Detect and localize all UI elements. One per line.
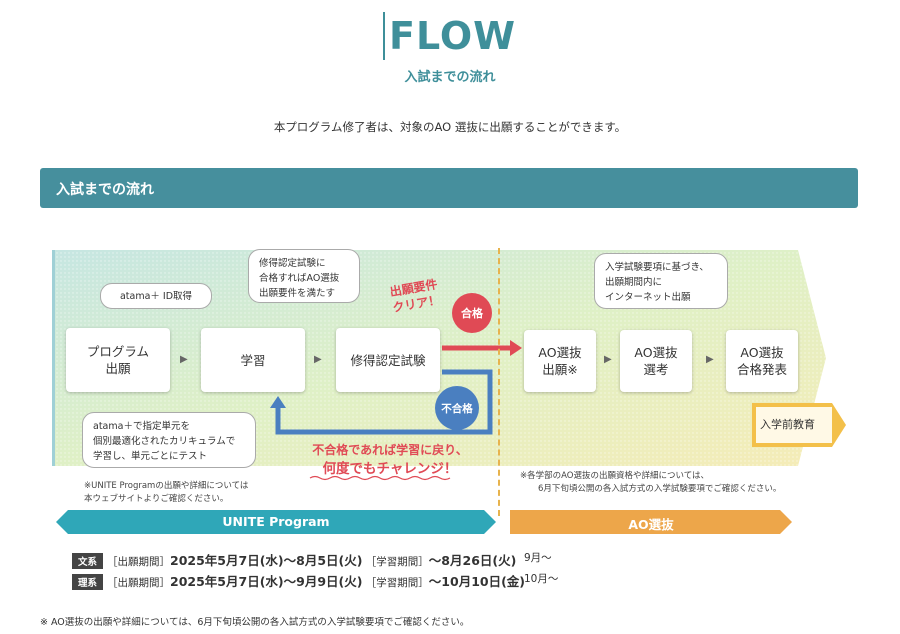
unite-program-label: UNITE Program [222,514,330,529]
flow-logo: FLOW [383,12,523,62]
chevron-right-icon: ▶ [604,354,612,365]
note-unite-program: ※UNITE Programの出願や詳細については本ウェブサイトよりご確認くださ… [84,481,249,504]
section-title: 入試までの流れ [56,182,154,198]
schedule-row-science: 理系［出願期間］2025年5月7日(水)〜9月9日(火) ［学習期間］〜10月1… [72,571,525,590]
section-header-bar: 入試までの流れ [40,168,858,208]
schedule-tag: 文系 [72,553,104,569]
ao-selection-bar [510,510,792,534]
step-certification-exam: 修得認定試験 [336,328,440,392]
bubble-internet-application: 入学試験要項に基づき、出願期間内にインターネット出願 [594,253,728,309]
bubble-certification: 修得認定試験に合格すればAO選抜出願要件を満たす [248,249,360,303]
note-ao-selection: ※各学部のAO選抜の出願資格や詳細については、6月下旬頃公開の各入試方式の入学試… [520,471,782,494]
logo-text: FLOW [389,14,517,58]
step-ao-result: AO選抜合格発表 [726,330,798,392]
chevron-right-icon: ▶ [706,354,714,365]
schedule-ao-science: 10月〜 [524,573,559,585]
bubble-id: atama＋ ID取得 [100,283,212,309]
schedule-ao-humanities: 9月〜 [524,552,552,564]
footnote: ※ AO選抜の出願や詳細については、6月下旬頃公開の各入試方式の入学試験要項でご… [40,617,470,628]
schedule-tag: 理系 [72,574,104,590]
chevron-right-icon: ▶ [314,354,322,365]
logo-bar [383,12,385,60]
step-program-application: プログラム出願 [66,328,170,392]
step-ao-selection: AO選抜選考 [620,330,692,392]
bubble-study-detail: atama＋で指定単元を個別最適化されたカリキュラムで学習し、単元ごとにテスト [82,412,256,468]
pre-education-label: 入学前教育 [760,418,815,431]
intro-text: 本プログラム修了者は、対象のAO 選抜に出願することができます。 [273,120,627,134]
unite-program-bar [56,510,496,534]
page-subtitle: 入試までの流れ [404,70,496,85]
step-ao-application: AO選抜出願※ [524,330,596,392]
step-study: 学習 [201,328,305,392]
chevron-right-icon: ▶ [180,354,188,365]
retry-message: 不合格であれば学習に戻り、 何度でもチャレンジ！ [312,443,468,477]
pass-badge: 合格 [452,293,492,333]
ao-selection-label: AO選抜 [628,517,674,532]
schedule-row-humanities: 文系［出願期間］2025年5月7日(水)〜8月5日(火) ［学習期間］〜8月26… [72,550,516,569]
divider-dashed-line [498,248,500,516]
fail-badge: 不合格 [435,386,479,430]
